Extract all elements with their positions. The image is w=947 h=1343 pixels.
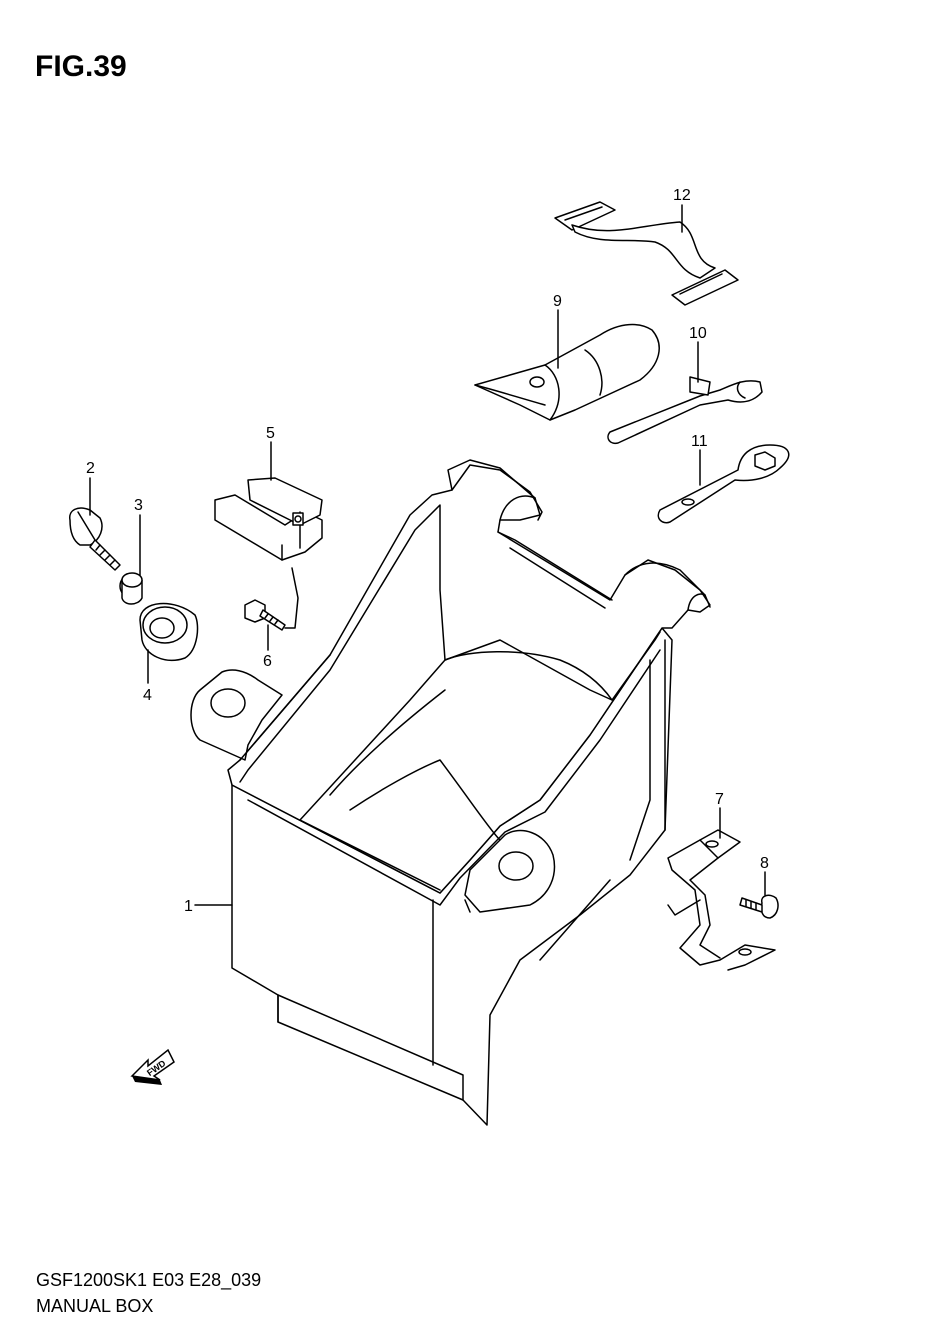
callout-9: 9 [553, 293, 562, 310]
callout-3: 3 [134, 497, 143, 514]
figure-title: FIG.39 [35, 50, 127, 83]
callout-5: 5 [266, 425, 275, 442]
tool-bag-icon [474, 323, 660, 421]
diagram-code: GSF1200SK1 E03 E28_039 [36, 1270, 262, 1290]
spanner-icon [607, 376, 763, 445]
callout-12: 12 [673, 187, 691, 204]
leader-lines [89, 204, 766, 906]
manual-box-icon [190, 459, 711, 1126]
fwd-arrow-icon: FWD [130, 1048, 175, 1085]
strap-icon [554, 201, 739, 306]
bolt-icon-8 [739, 894, 779, 919]
bracket-icon [667, 829, 776, 971]
ring-wrench-icon [657, 444, 790, 524]
callout-2: 2 [86, 460, 95, 477]
spacer-icon [119, 572, 143, 605]
grommet-icon [139, 602, 199, 661]
callout-7: 7 [715, 791, 724, 808]
diagram-name: MANUAL BOX [36, 1296, 154, 1316]
bolt-icon-6 [244, 567, 299, 631]
callout-11: 11 [691, 433, 708, 450]
callout-10: 10 [689, 325, 707, 342]
screw-icon [69, 507, 121, 571]
callout-1: 1 [184, 898, 193, 915]
callout-4: 4 [143, 687, 152, 704]
callout-8: 8 [760, 855, 769, 872]
clip-nut-icon [214, 477, 323, 561]
callout-6: 6 [263, 653, 272, 670]
